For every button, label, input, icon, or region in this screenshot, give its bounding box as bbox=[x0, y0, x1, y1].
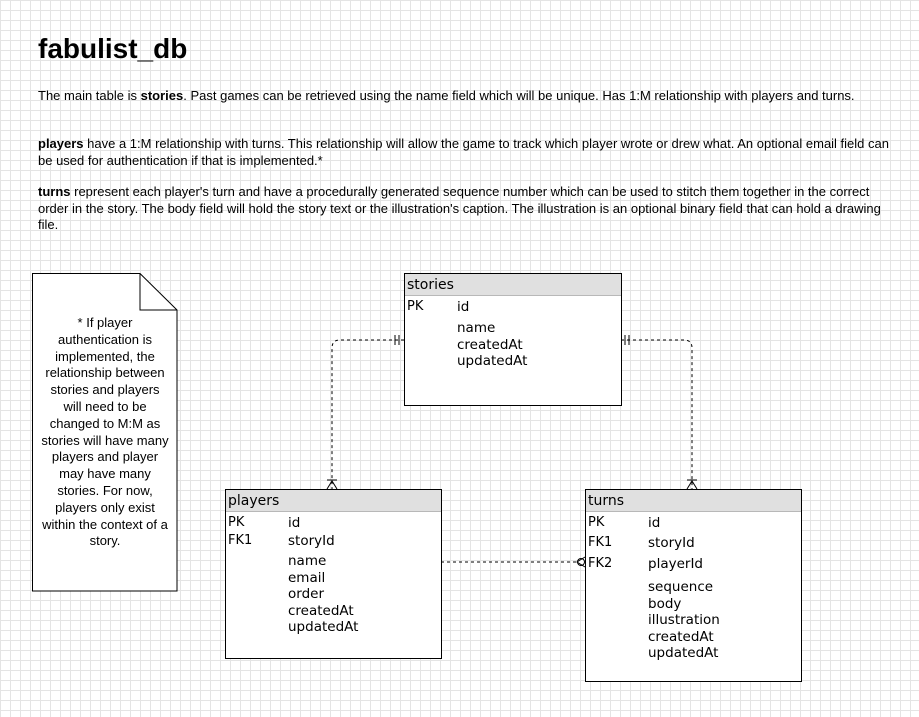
note-outline bbox=[32, 273, 178, 592]
link-stories-turns bbox=[621, 339, 693, 489]
key-field: storyId bbox=[648, 535, 695, 551]
entity-turns-key-row: PK id bbox=[586, 512, 801, 532]
intro-p1-pre: The main table is bbox=[38, 88, 141, 103]
entity-stories-attributes: name createdAt updatedAt bbox=[457, 320, 527, 370]
intro-p1-bold: stories bbox=[140, 88, 184, 103]
key-label: FK2 bbox=[588, 556, 613, 571]
key-field: playerId bbox=[648, 556, 703, 572]
attribute: illustration bbox=[648, 612, 720, 628]
attribute: name bbox=[288, 553, 327, 569]
attribute: createdAt bbox=[457, 336, 523, 353]
entity-turns-key-row: FK1 storyId bbox=[586, 532, 801, 553]
intro-p3-post: represent each player's turn and have a … bbox=[38, 184, 881, 232]
intro-paragraph-stories: The main table is stories. Past games ca… bbox=[38, 88, 890, 105]
diagram-title: fabulist_db bbox=[38, 33, 188, 64]
note-text: * If player authentication is implemente… bbox=[41, 315, 169, 549]
key-field: id bbox=[648, 515, 661, 531]
entity-players: players PK id FK1 storyId name email ord… bbox=[225, 489, 442, 659]
entity-turns-key-row: FK2 playerId bbox=[586, 553, 801, 574]
attribute: createdAt bbox=[288, 602, 354, 619]
entity-players-key-row: PK id bbox=[226, 512, 441, 531]
entity-players-key-row: FK1 storyId bbox=[226, 530, 441, 549]
key-label: FK1 bbox=[228, 533, 253, 548]
entity-stories: stories PK id name createdAt updatedAt bbox=[404, 273, 622, 406]
key-label: PK bbox=[407, 299, 424, 314]
intro-paragraph-players: players have a 1:M relationship with tur… bbox=[38, 136, 890, 169]
key-label: PK bbox=[588, 515, 605, 530]
entity-turns-header: turns bbox=[586, 490, 801, 512]
attribute: createdAt bbox=[648, 628, 714, 645]
link-stories-players bbox=[331, 339, 404, 489]
attribute: email bbox=[288, 569, 326, 586]
intro-p2-bold: players bbox=[38, 136, 84, 151]
entity-stories-header: stories bbox=[405, 274, 621, 296]
key-field: id bbox=[457, 299, 470, 315]
attribute: body bbox=[648, 595, 682, 612]
intro-p1-post: . Past games can be retrieved using the … bbox=[183, 88, 855, 103]
key-label: FK1 bbox=[588, 535, 613, 550]
intro-p3-bold: turns bbox=[38, 184, 71, 199]
attribute: sequence bbox=[648, 579, 714, 595]
entity-players-header: players bbox=[226, 490, 441, 512]
entity-turns-attributes: sequence body illustration createdAt upd… bbox=[648, 579, 720, 662]
key-field: id bbox=[288, 515, 301, 531]
attribute: order bbox=[288, 586, 324, 602]
key-field: storyId bbox=[288, 533, 335, 549]
intro-paragraph-turns: turns represent each player's turn and h… bbox=[38, 184, 890, 234]
entity-players-attributes: name email order createdAt updatedAt bbox=[288, 553, 358, 636]
entity-turns: turns PK id FK1 storyId FK2 playerId seq… bbox=[585, 489, 802, 682]
intro-p2-post: have a 1:M relationship with turns. This… bbox=[38, 136, 889, 168]
note-shape: * If player authentication is implemente… bbox=[32, 273, 178, 592]
attribute: updatedAt bbox=[648, 645, 719, 661]
attribute: name bbox=[457, 320, 496, 336]
attribute: updatedAt bbox=[288, 619, 359, 635]
entity-stories-key-row: PK id bbox=[405, 296, 621, 315]
attribute: updatedAt bbox=[457, 353, 528, 369]
key-label: PK bbox=[228, 515, 245, 530]
